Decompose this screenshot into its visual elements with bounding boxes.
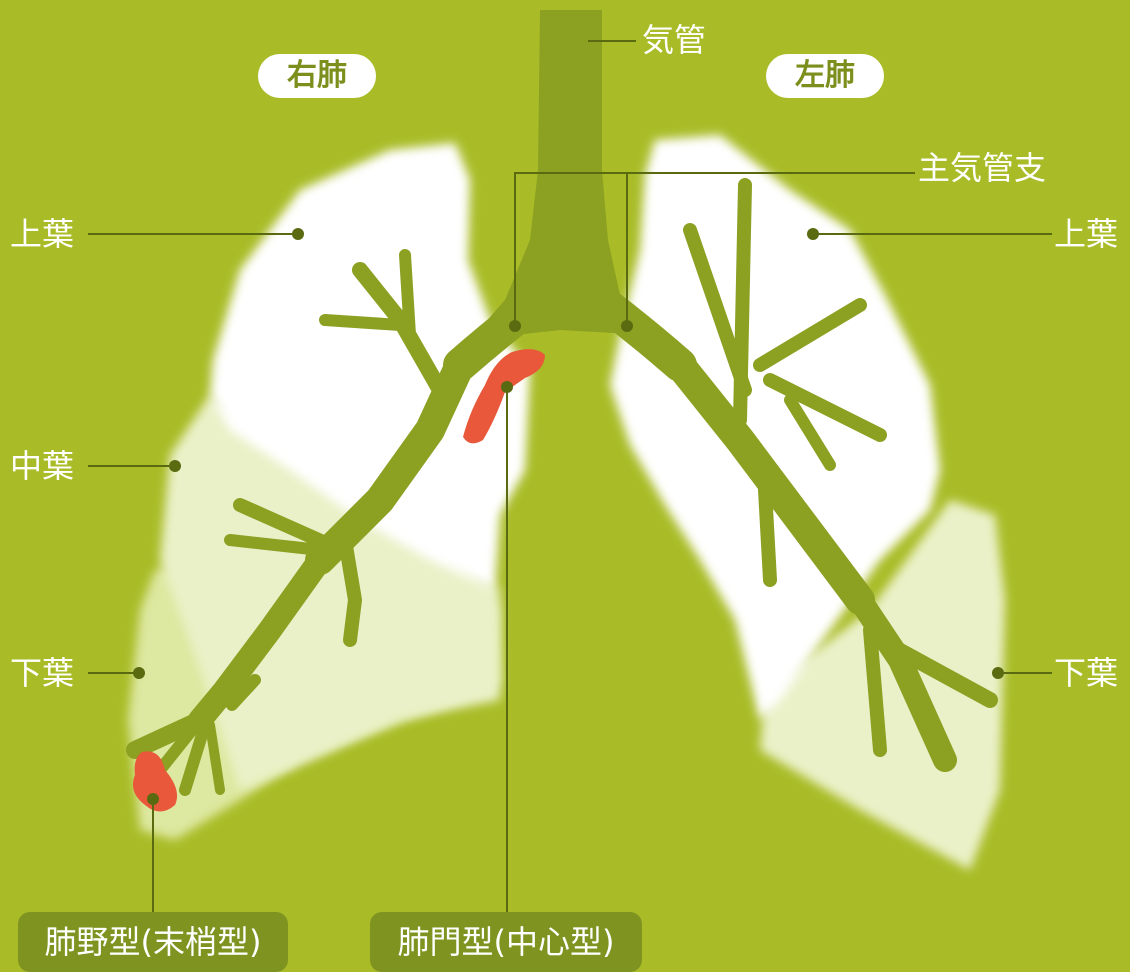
main-bronchi-label: 主気管支 <box>918 152 1046 184</box>
central-type-tag: 肺門型(中心型) <box>370 912 642 972</box>
left-lower-lobe-label: 下葉 <box>1054 657 1118 689</box>
right-middle-lobe-label: 中葉 <box>10 450 74 482</box>
right-lung-header: 右肺 <box>258 54 376 98</box>
right-upper-lobe-label: 上葉 <box>10 218 74 250</box>
peripheral-type-tag: 肺野型(末梢型) <box>18 912 288 972</box>
left-lung-header: 左肺 <box>766 54 884 98</box>
trachea-label: 気管 <box>642 24 706 56</box>
trachea-shape <box>470 10 650 340</box>
right-lower-lobe-label: 下葉 <box>10 657 74 689</box>
left-upper-lobe-label: 上葉 <box>1054 218 1118 250</box>
